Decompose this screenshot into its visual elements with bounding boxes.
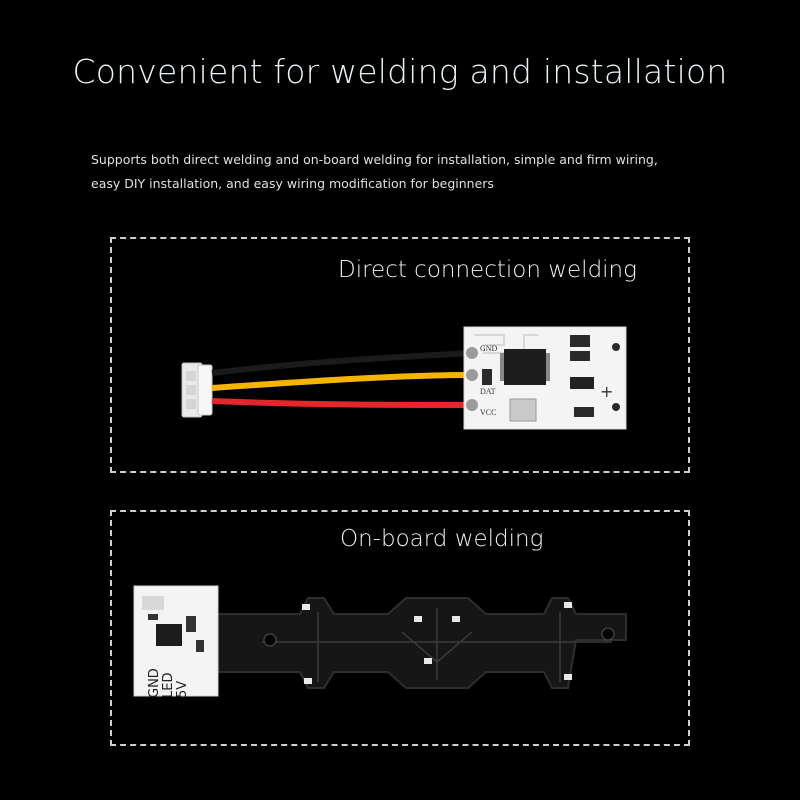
yellow-wire <box>211 372 471 391</box>
polarity-plus-mark: + <box>600 382 613 401</box>
controller-board <box>133 585 219 697</box>
board-label-led: LED <box>161 673 176 698</box>
pad-label-dat: DAT <box>480 387 496 396</box>
direct-welding-title: Direct connection welding <box>338 257 637 283</box>
page-title: Convenient for welding and installation <box>72 52 728 91</box>
welding-module-image: GND DAT VCC + <box>181 326 627 430</box>
pad-label-vcc: VCC <box>480 408 496 417</box>
red-wire <box>211 398 471 408</box>
board-label-5v: 5V <box>175 681 190 698</box>
direct-welding-panel: Direct connection welding <box>110 237 690 473</box>
page-description: Supports both direct welding and on-boar… <box>91 152 658 191</box>
onboard-welding-panel: On-board welding GND LED 5V <box>110 510 690 746</box>
jst-connector <box>181 362 213 418</box>
pad-label-gnd: GND <box>480 344 498 353</box>
controller-board <box>463 326 627 430</box>
onboard-welding-title: On-board welding <box>340 526 544 552</box>
black-wire <box>211 350 471 376</box>
led-strip-board-image: GND LED 5V <box>133 585 627 698</box>
board-label-gnd: GND <box>147 668 162 698</box>
